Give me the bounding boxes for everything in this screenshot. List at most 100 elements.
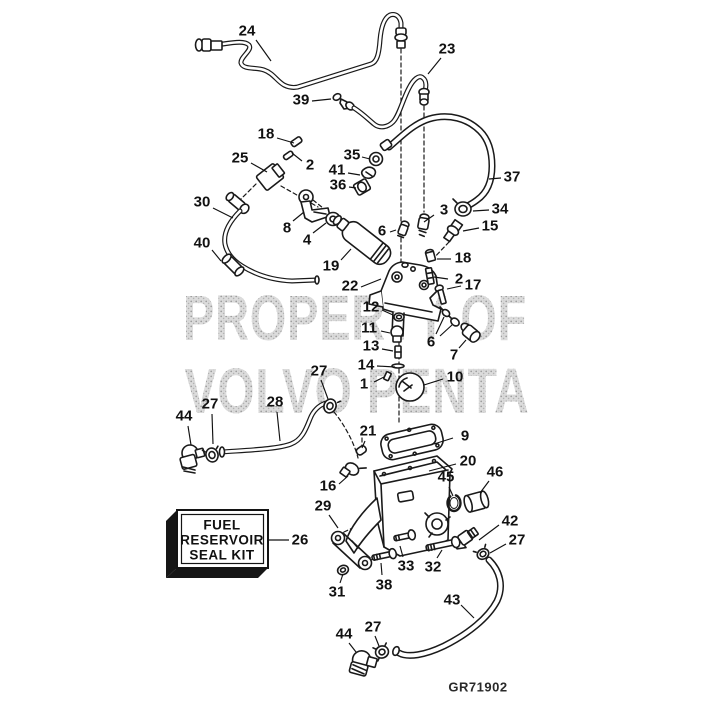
callout-17: 17 (465, 277, 482, 294)
callout-16: 16 (320, 478, 337, 495)
callout-38: 38 (376, 577, 393, 594)
nut-35 (368, 151, 384, 167)
pipe-24-left-fitting (194, 38, 223, 52)
callout-4: 4 (303, 232, 312, 249)
callout-41: 41 (329, 162, 346, 179)
watermark-line1: PROPERTY OF (183, 282, 527, 354)
callout-leader-38 (380, 562, 383, 576)
hose-28-assembly (179, 398, 342, 474)
kit-box: FUEL RESERVOIR SEAL KIT (166, 509, 269, 578)
callout-24: 24 (239, 23, 256, 40)
callout-27: 27 (311, 363, 328, 380)
callout-37: 37 (504, 169, 521, 186)
callout-35: 35 (344, 147, 361, 164)
fuel-reservoir-20 (345, 455, 453, 557)
callout-leader-27 (320, 379, 329, 400)
clamp-27a (201, 445, 219, 463)
callout-39: 39 (293, 92, 310, 109)
nut-27c (472, 543, 490, 561)
fuel-pipe-24 (194, 12, 408, 90)
callout-11: 11 (361, 320, 377, 337)
callout-leader-2 (291, 152, 303, 162)
callout-leader-20 (428, 463, 457, 472)
callout-leader-17 (446, 285, 462, 290)
o-ring-12 (393, 312, 405, 322)
callout-leader-33 (399, 545, 404, 558)
callout-2: 2 (455, 271, 463, 288)
nut-27d (372, 642, 390, 662)
callout-leader-2 (433, 276, 449, 280)
callout-20: 20 (460, 453, 477, 470)
watermark-line2: VOLVO PENTA (185, 355, 530, 427)
callout-45: 45 (438, 469, 455, 486)
valve-6-upper (396, 220, 410, 239)
callout-32: 32 (425, 559, 442, 576)
callout-33: 33 (398, 558, 415, 575)
callout-18: 18 (258, 126, 275, 143)
callout-46: 46 (487, 464, 504, 481)
valve-16 (339, 462, 367, 478)
callout-21: 21 (360, 423, 377, 440)
callout-3: 3 (440, 202, 448, 219)
nut-36 (352, 178, 372, 196)
link-arm-29 (330, 530, 373, 571)
plug-7 (460, 322, 481, 343)
pivot-boss (425, 512, 449, 536)
callout-leader-11 (380, 330, 391, 334)
callout-27: 27 (365, 619, 382, 636)
callout-leader-14 (376, 365, 396, 368)
pin-21 (355, 445, 368, 456)
fitting-18b (424, 248, 437, 263)
callout-43: 43 (444, 592, 461, 609)
callout-1: 1 (360, 376, 368, 393)
bushing-46 (463, 490, 490, 513)
fuel-hose-30 (221, 191, 320, 285)
clamp-27b (323, 398, 342, 414)
callout-10: 10 (447, 369, 464, 386)
lever-8 (298, 189, 331, 223)
callout-30: 30 (194, 194, 211, 211)
callout-leader-35 (361, 156, 371, 160)
callout-6: 6 (378, 223, 386, 240)
fuel-pump-19 (332, 215, 392, 266)
callout-2: 2 (306, 157, 314, 174)
callout-leader-31 (339, 573, 344, 584)
callout-leader-30 (212, 207, 234, 219)
seals-6-lower (439, 306, 460, 327)
kit-box-line3: SEAL KIT (189, 548, 255, 563)
callout-leader-24 (255, 39, 272, 62)
callout-leader-4 (312, 222, 327, 234)
callout-leader-41 (347, 172, 361, 176)
callout-7: 7 (450, 347, 458, 364)
callout-40: 40 (194, 235, 211, 252)
pin-2b (424, 266, 435, 286)
callout-9: 9 (461, 428, 469, 445)
callout-leader-12 (381, 309, 394, 316)
hose-30-connector (225, 191, 250, 215)
line-art (179, 12, 504, 677)
elbow-44b (348, 650, 378, 677)
callout-leader-44 (187, 425, 192, 446)
callout-leader-42 (478, 524, 500, 541)
snap-ring-45 (446, 493, 462, 513)
hose-37-fitting (379, 138, 393, 152)
pin-13 (394, 345, 402, 359)
callout-19: 19 (323, 258, 340, 275)
callout-27: 27 (509, 532, 526, 549)
screw-17 (434, 284, 447, 305)
callout-27: 27 (202, 396, 219, 413)
clip-41 (360, 166, 377, 180)
callout-8: 8 (283, 220, 291, 237)
callout-leader-1 (373, 376, 385, 383)
callout-leader-46 (479, 480, 490, 494)
kit-box-line1: FUEL (203, 518, 240, 533)
callout-leader-25 (250, 162, 268, 173)
pin-2 (282, 150, 294, 161)
callout-leader-6 (435, 316, 445, 335)
callout-44: 44 (176, 408, 193, 425)
valve-11 (390, 325, 404, 343)
callout-13: 13 (363, 338, 380, 355)
